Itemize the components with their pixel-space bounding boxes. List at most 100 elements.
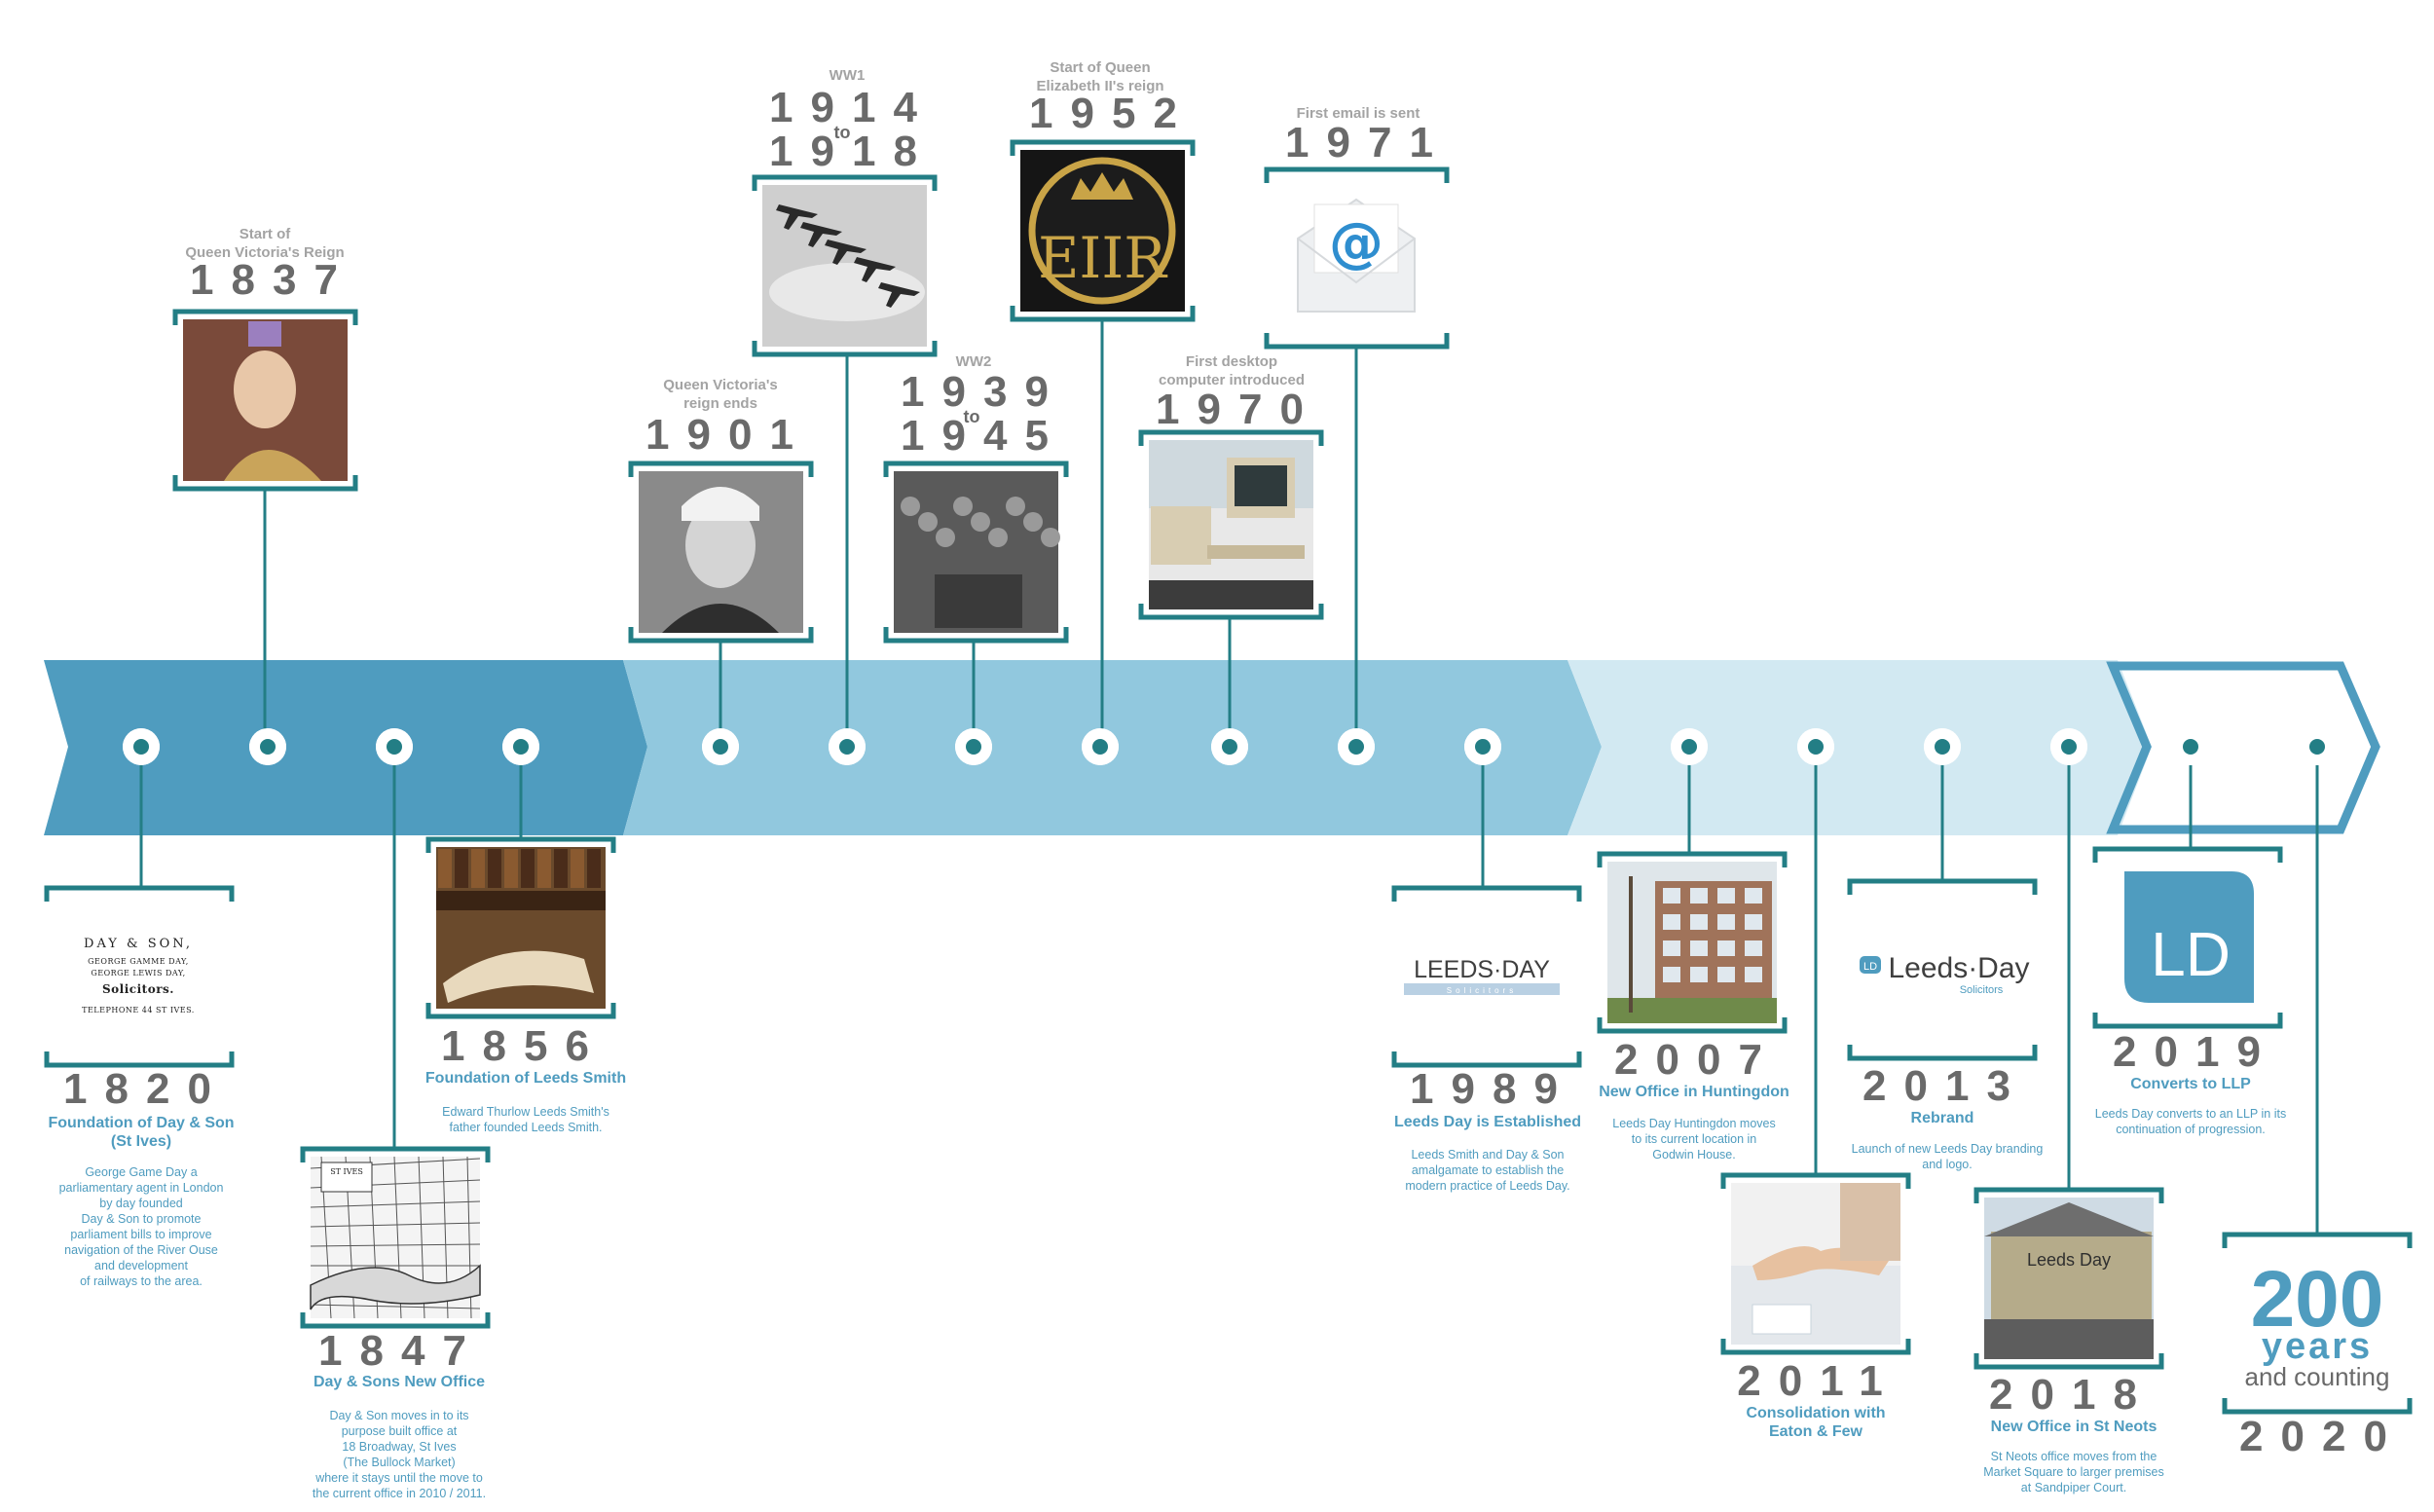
queen-victoria-elderly-photo: [639, 471, 803, 633]
timeline-node: [1464, 728, 1501, 765]
year-1901: 1901: [645, 411, 811, 459]
letterhead-line: GEORGE LEWIS DAY,: [91, 969, 185, 977]
event-text-1847: Day & Son moves in to its purpose built …: [312, 1409, 487, 1500]
year-1970: 1970: [1156, 386, 1321, 433]
year-1856: 1856: [441, 1022, 607, 1070]
logo-sub-2013: Solicitors: [1960, 984, 2004, 996]
event-title-1856: Foundation of Leeds Smith: [424, 1070, 627, 1087]
year-1918: 1918: [769, 128, 935, 175]
timeline-node: [1338, 728, 1375, 765]
letterhead-line: TELEPHONE 44 ST IVES.: [82, 1006, 195, 1014]
year-1837: 1837: [190, 256, 355, 304]
big-number-200: 200: [2251, 1255, 2384, 1344]
event-label-ww1: WW1: [829, 67, 866, 84]
band-era-4: [2106, 661, 2380, 834]
year-1939: 1939: [901, 368, 1066, 416]
tagline-and-counting: and counting: [2245, 1362, 2390, 1391]
frame-2019: [2092, 846, 2283, 1029]
event-title-2018: New Office in St Neots: [1990, 1419, 2157, 1435]
leeds-smith-books-photo: [436, 847, 606, 1009]
year-2011: 2011: [1737, 1357, 1900, 1405]
event-text-2007: Leeds Day Huntingdon moves to its curren…: [1612, 1117, 1776, 1162]
ww2-crowd-photo: [894, 471, 1060, 633]
eiir-cypher-photo: EIIR: [1020, 150, 1185, 312]
st-neots-office-photo: Leeds Day: [1984, 1198, 2154, 1359]
logo-text-1989: LEEDS·DAY: [1414, 956, 1550, 983]
timeline-node: [1924, 728, 1961, 765]
big-word-years: years: [2262, 1326, 2373, 1367]
event-label-1970: First desktop computer introduced: [1158, 353, 1305, 388]
year-1820: 1820: [63, 1065, 229, 1113]
event-text-1856: Edward Thurlow Leeds Smith's father foun…: [442, 1105, 609, 1134]
timeline-node: [2050, 728, 2087, 765]
year-1945: 1945: [901, 412, 1066, 460]
timeline-node: [955, 728, 992, 765]
logo-text-2013: Leeds·Day: [1888, 952, 2029, 984]
leeds-day-logo-1989: LEEDS·DAY Solicitors: [1404, 956, 1560, 995]
event-title-2019: Converts to LLP: [2130, 1076, 2251, 1092]
email-envelope-icon: @: [1274, 177, 1439, 339]
year-1971: 1971: [1285, 119, 1451, 166]
frame-1989: [1391, 885, 1582, 1068]
frame-2007: [1597, 851, 1788, 1034]
band-era-3: [1567, 660, 2152, 835]
event-title-2013: Rebrand: [1910, 1110, 1974, 1126]
timeline-node: [1082, 728, 1119, 765]
eiir-cypher-text: EIIR: [1038, 225, 1168, 291]
ld-logo-2019: LD: [2124, 871, 2254, 1003]
event-text-1820: George Game Day a parliamentary agent in…: [58, 1165, 224, 1288]
year-1914: 1914: [769, 84, 935, 131]
year-1952: 1952: [1029, 90, 1195, 137]
event-label-1837: Start of Queen Victoria's Reign: [185, 226, 345, 261]
event-title-2011: Consolidation with Eaton & Few: [1746, 1405, 1886, 1440]
st-ives-map-photo: ST IVES: [310, 1156, 481, 1319]
logo-sub-1989: Solicitors: [1447, 986, 1517, 995]
timeline-node: [2299, 728, 2336, 765]
event-label-ww2: WW2: [955, 353, 992, 370]
event-title-1820: Foundation of Day & Son (St Ives): [48, 1115, 235, 1150]
timeline-node: [1671, 728, 1708, 765]
year-1989: 1989: [1410, 1065, 1575, 1113]
frame-ww2: [883, 461, 1069, 644]
year-1847: 1847: [318, 1327, 484, 1375]
event-text-2013: Launch of new Leeds Day branding and log…: [1851, 1142, 2044, 1171]
event-title-1989: Leeds Day is Established: [1393, 1114, 1582, 1130]
year-2018: 2018: [1989, 1371, 2155, 1419]
timeline-node: [249, 728, 286, 765]
event-title-1847: Day & Sons New Office: [313, 1374, 486, 1390]
range-word-ww2: to: [963, 407, 980, 426]
event-label-1971: First email is sent: [1296, 105, 1420, 122]
huntingdon-office-photo: [1607, 862, 1777, 1023]
map-title: ST IVES: [330, 1167, 363, 1176]
letterhead-line: Solicitors.: [102, 982, 174, 996]
frame-ww1: [752, 174, 938, 357]
timeline-node: [2172, 728, 2209, 765]
year-2013: 2013: [1862, 1062, 2028, 1110]
band-era-1: [44, 660, 647, 835]
letterhead-1820: DAY & SON,GEORGE GAMME DAY,GEORGE LEWIS …: [82, 937, 195, 1014]
logo-badge-2013: LD: [1863, 961, 1877, 973]
timeline-node: [829, 728, 866, 765]
ww1-bombers-photo: [762, 185, 927, 347]
frame-1820: [44, 885, 235, 1068]
event-text-2018: St Neots office moves from the Market Sq…: [1983, 1450, 2164, 1494]
desktop-computer-photo: [1149, 440, 1313, 609]
timeline-node: [1211, 728, 1248, 765]
queen-victoria-portrait-photo: [183, 319, 348, 481]
office-sign-text: Leeds Day: [2027, 1250, 2111, 1270]
event-text-2019: Leeds Day converts to an LLP in its cont…: [2094, 1107, 2287, 1136]
ld-badge-text: LD: [2151, 919, 2231, 989]
handshake-meeting-photo: [1731, 1183, 1900, 1345]
year-2019: 2019: [2113, 1028, 2278, 1076]
at-symbol: @: [1329, 211, 1383, 275]
timeline-node: [702, 728, 739, 765]
event-label-1952: Start of Queen Elizabeth II's reign: [1036, 59, 1164, 94]
timeline-node: [502, 728, 539, 765]
event-text-1989: Leeds Smith and Day & Son amalgamate to …: [1405, 1148, 1570, 1193]
letterhead-line: DAY & SON,: [84, 937, 193, 951]
timeline-node: [1797, 728, 1834, 765]
